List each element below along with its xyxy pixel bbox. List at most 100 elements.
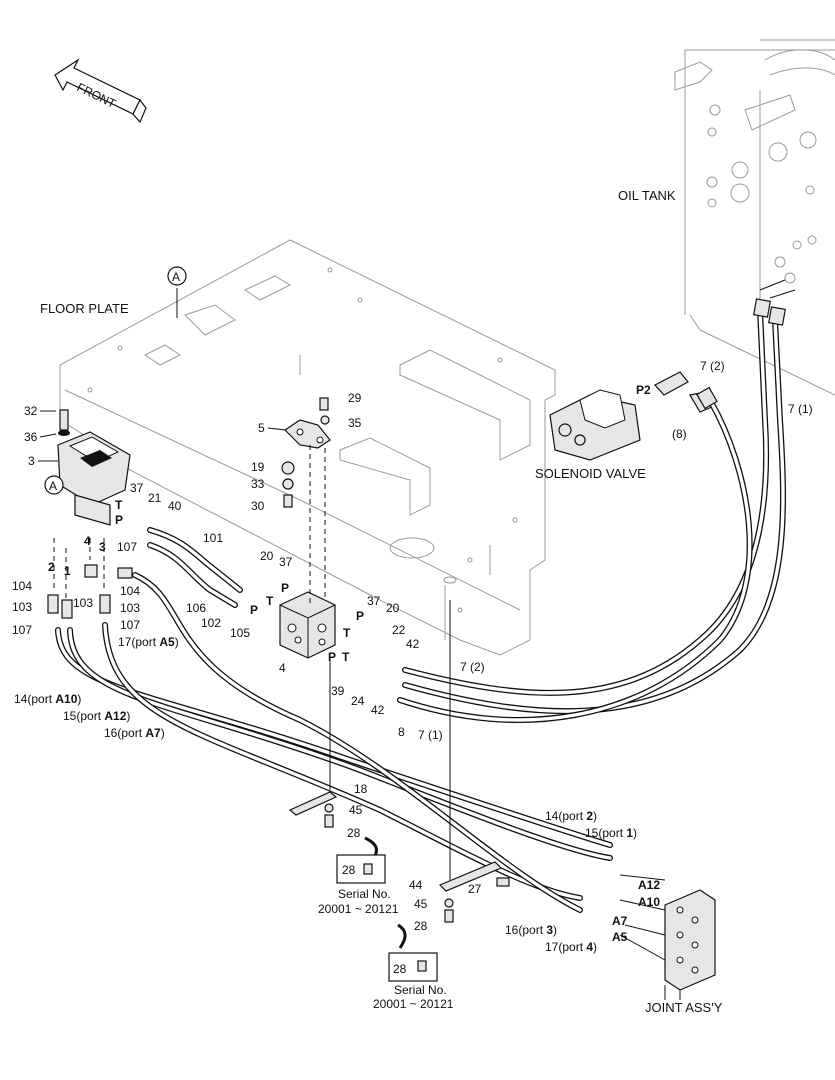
serial-box-1: 28 Serial No. 20001 ~ 20121 <box>318 854 399 916</box>
svg-text:P2: P2 <box>636 383 651 397</box>
hoses-tank <box>397 279 796 723</box>
svg-text:21: 21 <box>148 491 162 505</box>
svg-text:5: 5 <box>258 421 265 435</box>
hose-15-port1-label: 15(port 1) <box>585 826 637 840</box>
svg-text:A10: A10 <box>638 895 660 909</box>
oil-tank-drawing <box>674 39 835 396</box>
svg-text:37: 37 <box>367 594 381 608</box>
hoses-101 <box>147 527 243 608</box>
svg-text:104: 104 <box>120 584 140 598</box>
floor-plate-label: FLOOR PLATE <box>40 301 129 316</box>
hose-16-label: 16(port A7) <box>104 726 165 740</box>
svg-text:102: 102 <box>201 616 221 630</box>
hoses-joint <box>55 572 613 913</box>
svg-text:45: 45 <box>414 897 428 911</box>
svg-text:P: P <box>328 650 336 664</box>
svg-text:22: 22 <box>392 623 406 637</box>
hose-17-port4-label: 17(port 4) <box>545 940 597 954</box>
detail-marker-a-top <box>167 266 187 286</box>
svg-text:A5: A5 <box>612 930 628 944</box>
svg-text:19: 19 <box>251 460 265 474</box>
svg-text:A12: A12 <box>638 878 660 892</box>
oil-tank-label: OIL TANK <box>618 188 676 203</box>
svg-text:45: 45 <box>349 803 363 817</box>
solenoid-valve-label: SOLENOID VALVE <box>535 466 646 481</box>
svg-text:106: 106 <box>186 601 206 615</box>
hose-17-label: 17(port A5) <box>118 635 179 649</box>
joint-assy-label: JOINT ASS'Y <box>645 1000 723 1015</box>
bracket-drawing <box>281 397 331 605</box>
svg-text:(8): (8) <box>672 427 687 441</box>
callouts: 32 36 3 4 1 2 3 104 103 107 103 107 104 … <box>12 359 813 933</box>
svg-text:P: P <box>250 603 258 617</box>
svg-text:103: 103 <box>12 600 32 614</box>
svg-text:4: 4 <box>84 534 91 548</box>
hose-labels: 17(port A5) 14(port A10) 15(port A12) 16… <box>14 635 637 954</box>
svg-text:39: 39 <box>331 684 345 698</box>
svg-text:40: 40 <box>168 499 182 513</box>
serial-box-2: 28 Serial No. 20001 ~ 20121 <box>373 952 454 1011</box>
svg-text:105: 105 <box>230 626 250 640</box>
svg-text:107: 107 <box>12 623 32 637</box>
svg-text:3: 3 <box>99 540 106 554</box>
svg-text:103: 103 <box>73 596 93 610</box>
svg-text:107: 107 <box>120 618 140 632</box>
svg-text:36: 36 <box>24 430 38 444</box>
svg-text:Serial No.: Serial No. <box>394 983 447 997</box>
svg-text:7 (2): 7 (2) <box>700 359 725 373</box>
solenoid-valve-drawing <box>549 371 715 461</box>
svg-text:2: 2 <box>48 560 55 574</box>
svg-text:Serial No.: Serial No. <box>338 887 391 901</box>
front-arrow-icon: FRONT <box>54 58 147 124</box>
port-letters: T P T P P T P T P P2 <box>115 383 651 664</box>
svg-text:T: T <box>115 498 123 512</box>
svg-text:44: 44 <box>409 878 423 892</box>
svg-text:28: 28 <box>347 826 361 840</box>
svg-text:29: 29 <box>348 391 362 405</box>
svg-text:37: 37 <box>130 481 144 495</box>
hose-16-port3-label: 16(port 3) <box>505 923 557 937</box>
svg-text:P: P <box>356 609 364 623</box>
svg-text:T: T <box>343 626 351 640</box>
joint-port-labels: A12 A10 A7 A5 <box>612 878 660 944</box>
joint-assy-drawing <box>619 874 716 1000</box>
svg-text:42: 42 <box>406 637 420 651</box>
svg-text:18: 18 <box>354 782 368 796</box>
svg-text:30: 30 <box>251 499 265 513</box>
svg-text:T: T <box>342 650 350 664</box>
remote-control-valve-drawing <box>47 409 133 619</box>
svg-text:101: 101 <box>203 531 223 545</box>
svg-text:20001 ~ 20121: 20001 ~ 20121 <box>373 997 454 1011</box>
svg-text:7 (1): 7 (1) <box>418 728 443 742</box>
svg-text:37: 37 <box>279 555 293 569</box>
svg-text:28: 28 <box>393 962 407 976</box>
svg-text:P: P <box>281 581 289 595</box>
svg-text:3: 3 <box>28 454 35 468</box>
hose-15-label: 15(port A12) <box>63 709 130 723</box>
svg-text:20001 ~ 20121: 20001 ~ 20121 <box>318 902 399 916</box>
svg-text:A: A <box>49 479 57 493</box>
svg-text:42: 42 <box>371 703 385 717</box>
valve-block-drawing <box>279 591 336 659</box>
detail-marker-a-left <box>44 475 64 495</box>
svg-text:7 (2): 7 (2) <box>460 660 485 674</box>
hose-14-label: 14(port A10) <box>14 692 81 706</box>
svg-text:28: 28 <box>414 919 428 933</box>
svg-text:28: 28 <box>342 863 356 877</box>
svg-text:4: 4 <box>279 661 286 675</box>
svg-text:33: 33 <box>251 477 265 491</box>
svg-text:A7: A7 <box>612 914 628 928</box>
svg-text:20: 20 <box>386 601 400 615</box>
svg-text:104: 104 <box>12 579 32 593</box>
svg-text:7 (1): 7 (1) <box>788 402 813 416</box>
svg-text:107: 107 <box>117 540 137 554</box>
svg-text:24: 24 <box>351 694 365 708</box>
svg-text:103: 103 <box>120 601 140 615</box>
svg-text:T: T <box>266 594 274 608</box>
svg-text:32: 32 <box>24 404 38 418</box>
svg-text:20: 20 <box>260 549 274 563</box>
svg-text:1: 1 <box>64 564 71 578</box>
svg-text:A: A <box>172 270 180 284</box>
